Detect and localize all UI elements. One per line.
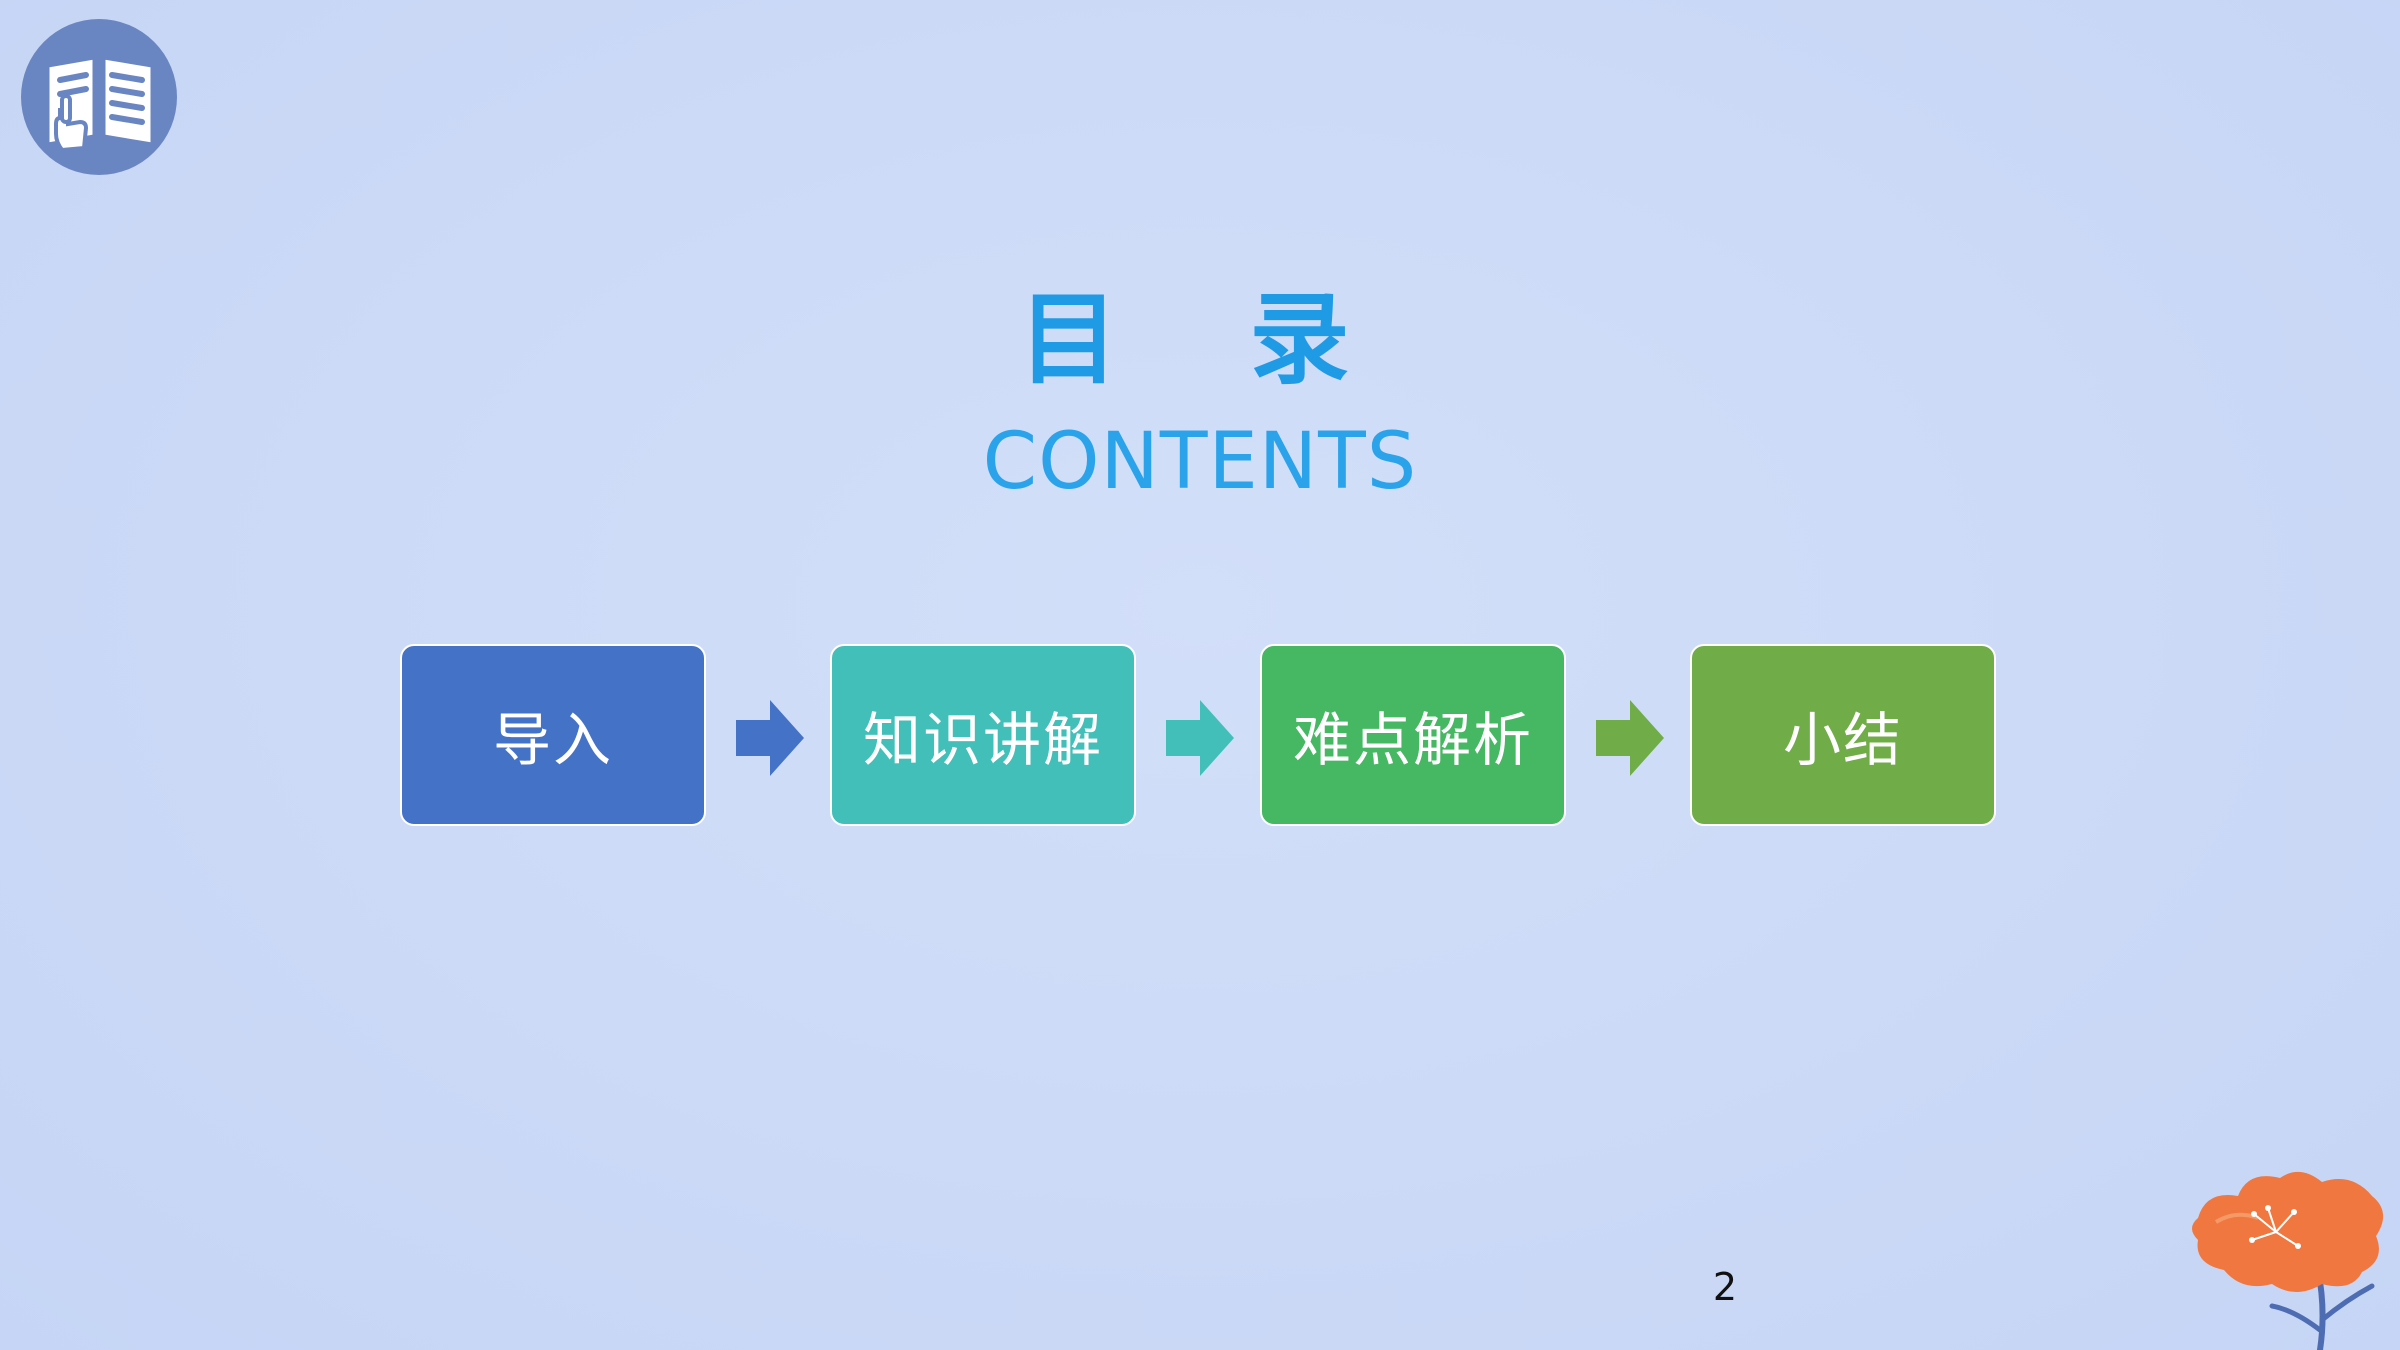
flow-step-intro[interactable]: 导入 xyxy=(400,644,706,826)
flow-step-label: 难点解析 xyxy=(1292,706,1533,774)
arrow-right-icon xyxy=(1166,700,1234,776)
flower-icon xyxy=(2176,1160,2400,1350)
process-flow: 导入 知识讲解 难点解析 小结 xyxy=(400,644,2002,830)
arrow-right-icon xyxy=(736,700,804,776)
book-logo-icon xyxy=(20,18,178,176)
page-number: 2 xyxy=(1712,1265,1738,1309)
page-subtitle: CONTENTS xyxy=(982,417,1418,507)
flow-step-summary[interactable]: 小结 xyxy=(1690,644,1996,826)
flow-step-difficulty[interactable]: 难点解析 xyxy=(1260,644,1566,826)
flow-step-knowledge[interactable]: 知识讲解 xyxy=(830,644,1136,826)
page-title: 目 录 xyxy=(1018,281,1398,398)
flow-step-label: 小结 xyxy=(1782,706,1903,774)
flow-step-label: 导入 xyxy=(492,706,613,774)
arrow-right-icon xyxy=(1596,700,1664,776)
flow-step-label: 知识讲解 xyxy=(862,706,1103,774)
